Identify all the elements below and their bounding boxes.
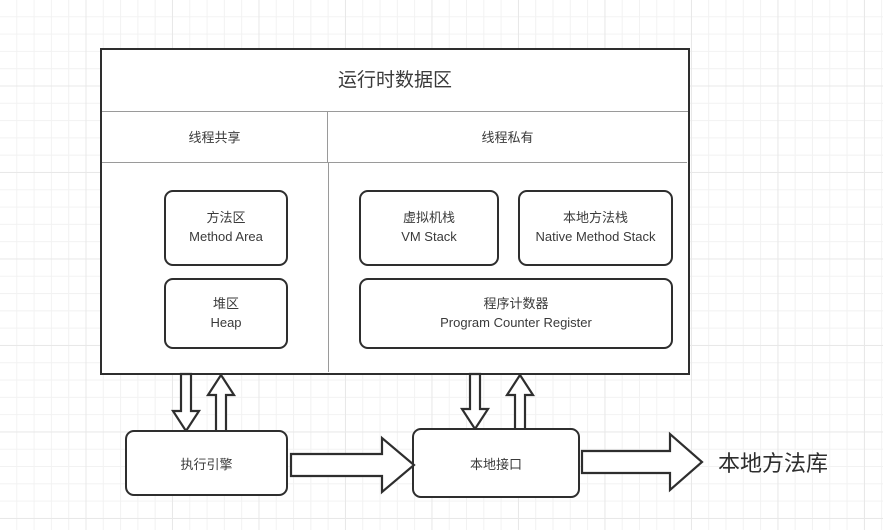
region-heap: 堆区 Heap: [164, 278, 288, 349]
runtime-data-area-container: 运行时数据区 线程共享 线程私有 方法区 Method Area 堆区 Heap…: [100, 48, 690, 375]
region-heap-label-en: Heap: [210, 314, 242, 330]
component-native-interface-label: 本地接口: [469, 456, 522, 472]
arrow-down-to-execution-engine: [170, 372, 202, 434]
region-method-area: 方法区 Method Area: [164, 190, 288, 266]
label-native-method-library: 本地方法库: [718, 451, 829, 476]
arrow-down-to-native-interface: [459, 372, 491, 432]
runtime-data-area-title: 运行时数据区: [102, 50, 688, 112]
region-heap-label-cn: 堆区: [212, 295, 239, 311]
arrow-execution-engine-to-native-interface: [289, 435, 416, 495]
component-execution-engine-label: 执行引擎: [180, 456, 233, 472]
region-pc-register-label-cn: 程序计数器: [483, 295, 549, 311]
column-header-thread-private: 线程私有: [328, 112, 687, 163]
column-divider: [328, 163, 329, 372]
region-method-area-label-en: Method Area: [189, 229, 263, 244]
arrow-native-interface-to-library: [580, 431, 704, 493]
arrow-up-from-execution-engine: [205, 372, 237, 434]
component-execution-engine: 执行引擎: [125, 430, 288, 496]
region-vm-stack-label-en: VM Stack: [401, 229, 457, 244]
column-header-thread-shared: 线程共享: [102, 112, 328, 163]
region-native-method-stack: 本地方法栈 Native Method Stack: [518, 190, 673, 266]
region-method-area-label-cn: 方法区: [206, 210, 246, 226]
region-vm-stack-label-cn: 虚拟机栈: [402, 210, 455, 226]
region-pc-register-label-en: Program Counter Register: [440, 314, 592, 330]
region-vm-stack: 虚拟机栈 VM Stack: [359, 190, 499, 266]
region-native-method-stack-label-cn: 本地方法栈: [562, 210, 628, 226]
region-program-counter-register: 程序计数器 Program Counter Register: [359, 278, 673, 349]
component-native-interface: 本地接口: [412, 428, 580, 498]
arrow-up-from-native-interface: [504, 372, 536, 432]
region-native-method-stack-label-en: Native Method Stack: [535, 229, 656, 244]
